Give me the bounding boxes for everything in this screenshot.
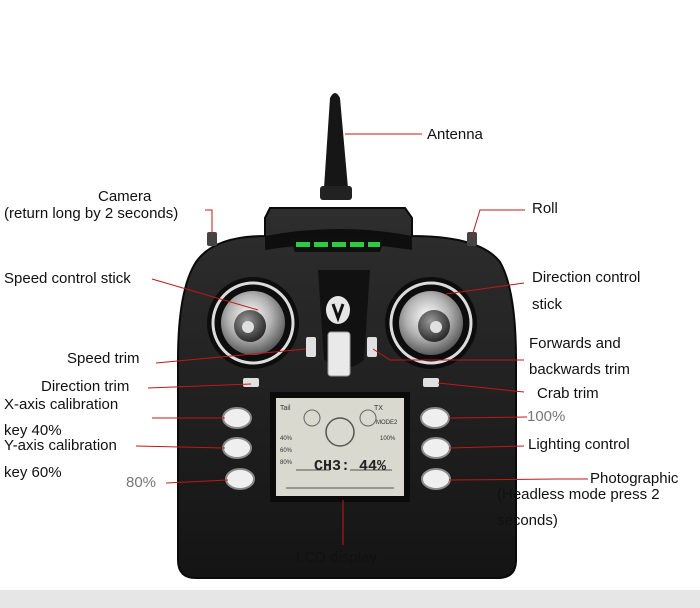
label-speed-stick: Speed control stick	[4, 270, 131, 287]
lcd-main-readout: CH3: 44%	[314, 458, 387, 475]
footer-band	[0, 590, 700, 608]
label-direction-stick-line2: stick	[532, 296, 562, 313]
label-y-calibration-line2: key 60%	[4, 464, 62, 481]
label-roll: Roll	[532, 200, 558, 217]
lcd-pct-right: 100%	[380, 436, 396, 442]
center-switch[interactable]	[327, 331, 351, 377]
label-speed-trim: Speed trim	[67, 350, 140, 367]
label-crab-trim: Crab trim	[537, 385, 599, 402]
lighting-control-button[interactable]	[421, 437, 451, 459]
label-lcd-display: LCD display	[296, 549, 377, 566]
direction-control-stick[interactable]	[385, 277, 477, 369]
label-forwards-trim-line2: backwards trim	[529, 361, 630, 378]
label-pct-80: 80%	[126, 474, 157, 491]
lcd-pct-left-1: 40%	[280, 436, 293, 442]
lcd-pct-left-3: 80%	[280, 460, 293, 466]
rate-100-button[interactable]	[420, 407, 450, 429]
direction-trim[interactable]	[243, 378, 259, 387]
label-pct-100: 100%	[527, 408, 566, 425]
speed-trim[interactable]	[306, 337, 316, 357]
photographic-button[interactable]	[421, 468, 451, 490]
label-direction-stick-line1: Direction control	[532, 269, 641, 286]
crab-trim[interactable]	[423, 378, 439, 387]
lcd-tag-left: Tail	[280, 405, 291, 412]
center-panel	[318, 270, 370, 377]
roll-shoulder-button[interactable]	[467, 232, 477, 246]
lcd-tag-right: TX	[374, 405, 383, 412]
rate-80-button[interactable]	[225, 468, 255, 490]
logo-icon	[326, 296, 350, 324]
lcd-display: Tail TX MODE2 100% 40% 60% 80% CH3: 44%	[270, 392, 410, 502]
label-y-calibration-line1: Y-axis calibration	[4, 437, 117, 454]
speed-control-stick[interactable]	[207, 277, 299, 369]
lcd-pct-left-2: 60%	[280, 448, 293, 454]
camera-shoulder-button[interactable]	[207, 232, 217, 246]
label-lighting: Lighting control	[528, 436, 630, 453]
y-axis-calibration-button[interactable]	[222, 437, 252, 459]
label-direction-trim: Direction trim	[41, 378, 130, 395]
label-x-calibration-line1: X-axis calibration	[4, 396, 119, 413]
leader-lines	[135, 133, 588, 545]
antenna	[320, 93, 352, 200]
label-x-calibration-line2: key 40%	[4, 422, 62, 439]
x-axis-calibration-button[interactable]	[222, 407, 252, 429]
label-camera-line2: (return long by 2 seconds)	[4, 205, 179, 222]
label-forwards-trim-line1: Forwards and	[529, 335, 621, 352]
label-photo-line1: Photographic	[590, 470, 679, 487]
label-photo-line2: (Headless mode press 2	[497, 486, 660, 503]
label-photo-line3: seconds)	[497, 512, 558, 529]
lcd-mode: MODE2	[376, 420, 398, 426]
label-camera-line1: Camera	[98, 188, 152, 205]
label-antenna: Antenna	[427, 126, 483, 143]
led-indicator-strip	[290, 238, 385, 252]
forwards-backwards-trim[interactable]	[367, 337, 377, 357]
